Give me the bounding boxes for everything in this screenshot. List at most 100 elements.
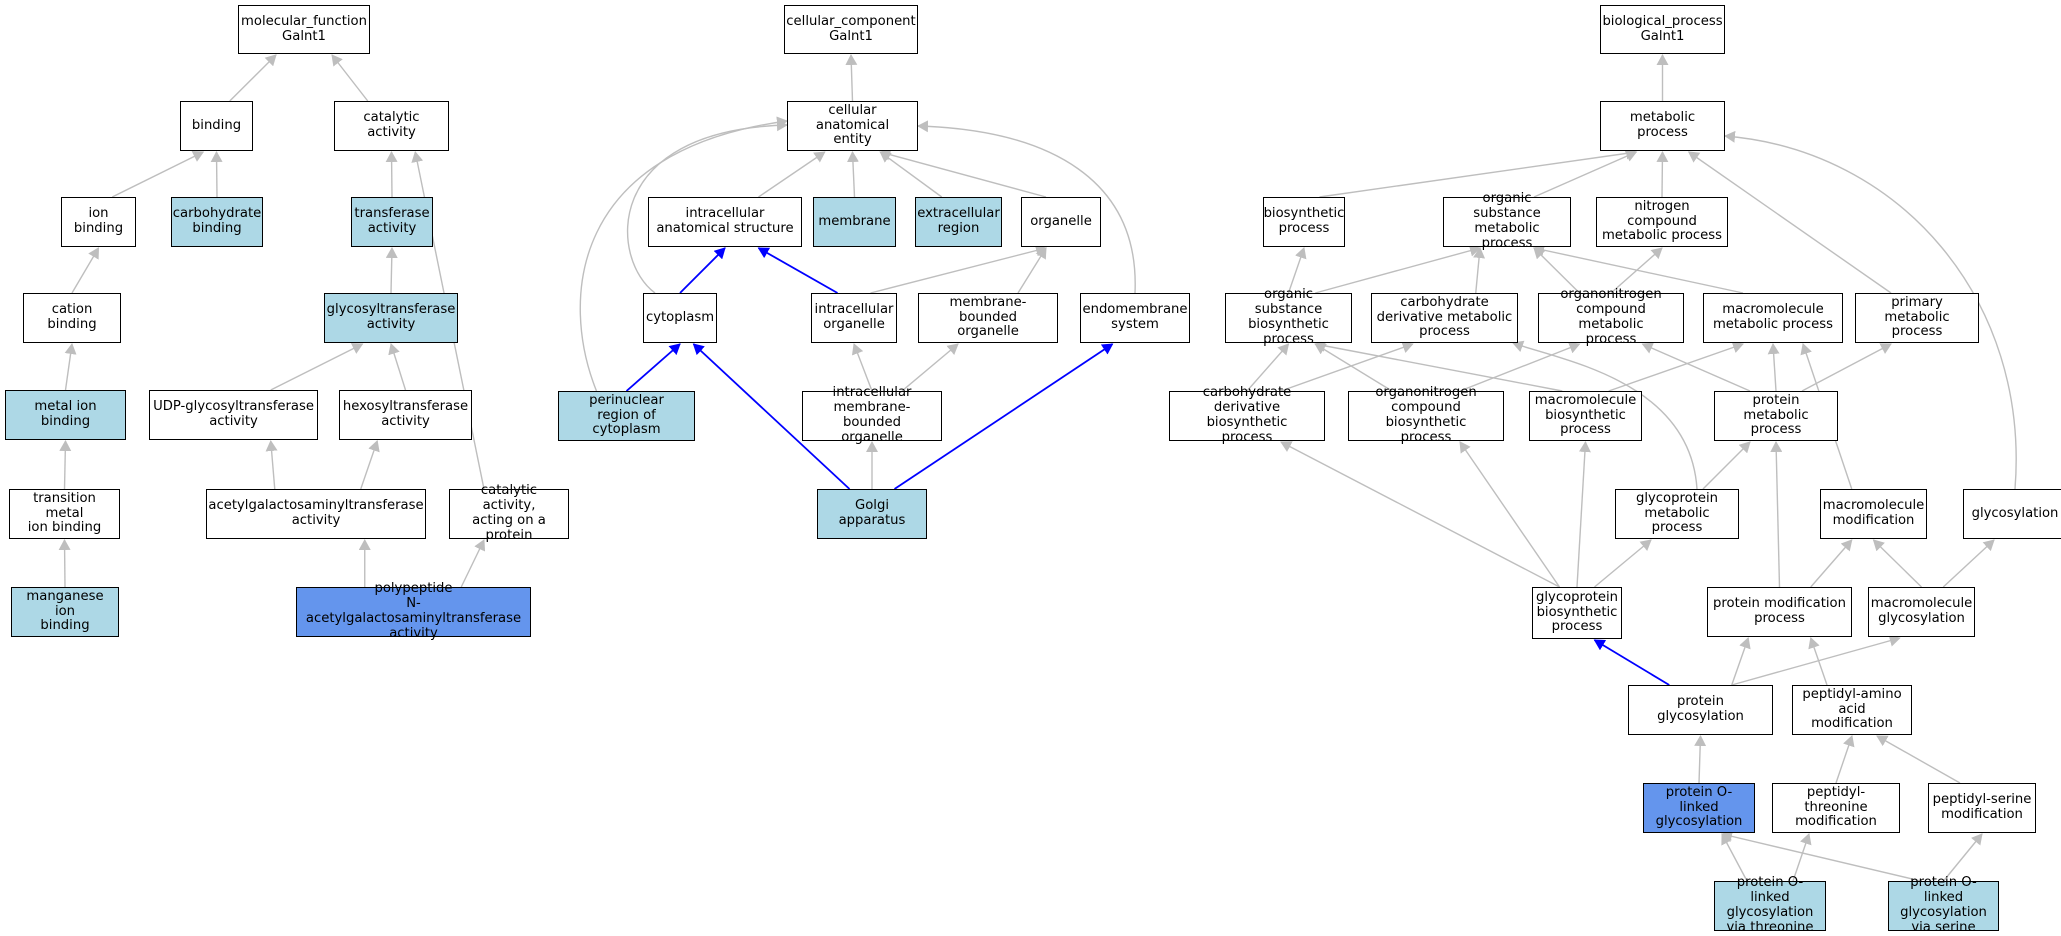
node-membrane-bounded-organelle[interactable]: membrane-bounded organelle [918,293,1058,343]
node-udp-glycosyltransferase-activity[interactable]: UDP-glycosyltransferase activity [149,390,318,440]
edge-trans_metal-to-metal_ion [59,440,72,490]
edge-protein_mod-to-macromol_mod [1810,539,1853,588]
node-protein-modification-process[interactable]: protein modification process [1707,587,1852,637]
node-o-linked-glycosylation-via-serine[interactable]: protein O-linked glycosylation via serin… [1888,876,1999,935]
node-organonitrogen-compound-biosynthetic-process[interactable]: organonitrogen compound biosynthetic pro… [1348,386,1504,445]
edge-o_linked_thr-to-peptidyl_thr [1792,833,1812,882]
node-biological-process-root[interactable]: biological_process Galnt1 [1600,5,1725,54]
node-intracellular-membrane-bounded-organelle[interactable]: intracellular membrane-bounded organelle [802,386,942,445]
node-carbohydrate-derivative-biosynthetic-process[interactable]: carbohydrate derivative biosynthetic pro… [1169,386,1325,445]
node-endomembrane-system[interactable]: endomembrane system [1080,293,1190,343]
edge-perinuclear-to-cae [579,116,788,392]
node-metabolic-process[interactable]: metabolic process [1600,101,1725,151]
node-o-linked-glycosylation-via-threonine[interactable]: protein O-linked glycosylation via threo… [1714,876,1826,935]
node-intracellular-anatomical-structure[interactable]: intracellular anatomical structure [648,197,802,247]
node-cellular-anatomical-entity[interactable]: cellular anatomical entity [787,101,918,151]
node-cytoplasm[interactable]: cytoplasm [643,293,717,343]
node-membrane[interactable]: membrane [813,197,896,247]
node-molecular-function-root[interactable]: molecular_function Galnt1 [238,5,370,54]
node-intracellular-organelle[interactable]: intracellular organelle [811,293,897,343]
node-organic-substance-biosynthetic-process[interactable]: organic substance biosynthetic process [1225,288,1352,347]
edge-peptidyl_amino-to-protein_mod [1808,637,1828,686]
node-macromolecule-biosynthetic-process[interactable]: macromolecule biosynthetic process [1529,391,1642,441]
edge-golgi-to-endomem [894,343,1114,490]
node-glycoprotein-metabolic-process[interactable]: glycoprotein metabolic process [1615,489,1739,539]
edge-protein_glyc-to-glycoprot_bio [1593,639,1670,686]
node-acetylgalactosaminyltransferase-activity[interactable]: acetylgalactosaminyltransferase activity [206,489,426,539]
node-transferase-activity[interactable]: transferase activity [351,197,433,247]
node-cation-binding[interactable]: cation binding [23,293,121,343]
node-catalytic-activity[interactable]: catalytic activity [334,101,449,151]
node-macromolecule-metabolic-process[interactable]: macromolecule metabolic process [1703,293,1843,343]
edge-peptidyl_thr-to-peptidyl_amino [1835,735,1855,784]
node-transition-metal-ion-binding[interactable]: transition metal ion binding [9,489,120,539]
node-primary-metabolic-process[interactable]: primary metabolic process [1855,293,1979,343]
edge-glycoprot_bio-to-glycoprot_met [1594,539,1652,588]
node-macromolecule-glycosylation[interactable]: macromolecule glycosylation [1868,587,1975,637]
edge-endomem-to-cae [917,120,1136,294]
edge-protein_met-to-organonit_met [1641,342,1751,392]
edge-biosynthetic-to-metabolic [1319,147,1638,198]
edge-primary_met-to-metabolic [1687,151,1892,294]
edge-carb_deriv_met-to-org_sub_met [1473,247,1486,294]
node-glycoprotein-biosynthetic-process[interactable]: glycoprotein biosynthetic process [1532,587,1622,639]
node-macromolecule-modification[interactable]: macromolecule modification [1820,489,1927,539]
edge-carb_binding-to-binding [210,151,223,198]
edge-glycosylation-to-metabolic [1724,130,2017,490]
edge-extracell-to-cae [879,151,943,198]
node-cellular-component-root[interactable]: cellular_component Galnt1 [784,5,918,54]
node-binding[interactable]: binding [180,101,253,151]
edge-mem_bound-to-organelle [1017,247,1047,294]
node-carbohydrate-derivative-metabolic-process[interactable]: carbohydrate derivative metabolic proces… [1371,293,1518,343]
edge-intracell_org-to-intracell_anat [757,247,838,294]
node-manganese-ion-binding[interactable]: manganese ion binding [11,587,119,637]
node-metal-ion-binding[interactable]: metal ion binding [5,390,126,440]
node-glycosylation[interactable]: glycosylation [1963,489,2061,539]
node-peptidyl-amino-acid-modification[interactable]: peptidyl-amino acid modification [1792,685,1912,735]
edge-macromol_bio-to-macromol_met [1608,341,1744,392]
edge-glycoprot_bio-to-macromol_bio [1576,441,1591,588]
edge-golgi-to-cytoplasm [692,343,851,490]
edge-protein_met-to-macromol_met [1767,343,1780,392]
node-organic-substance-metabolic-process[interactable]: organic substance metabolic process [1443,192,1571,251]
edge-macromol_glyc-to-macromol_mod [1872,539,1922,588]
edge-cytoplasm-to-intracell_anat [679,247,726,294]
node-biosynthetic-process[interactable]: biosynthetic process [1263,197,1345,247]
node-organonitrogen-compound-metabolic-process[interactable]: organonitrogen compound metabolic proces… [1538,288,1684,347]
node-protein-o-linked-glycosylation[interactable]: protein O-linked glycosylation [1643,783,1755,833]
node-extracellular-region[interactable]: extracellular region [915,197,1002,247]
edge-protein_glyc-to-protein_mod [1731,637,1751,686]
edge-cytoplasm-to-cae [626,119,788,294]
node-ion-binding[interactable]: ion binding [61,197,136,247]
edge-metal_ion-to-cation_binding [64,343,77,391]
edge-glycoprot_bio-to-organonit_bio [1459,441,1561,588]
edge-o_linked_ser-to-peptidyl_ser [1942,833,1983,882]
node-protein-glycosylation[interactable]: protein glycosylation [1628,685,1773,735]
node-polypeptide-galnac-transferase-activity[interactable]: polypeptide N-acetylgalactosaminyltransf… [296,582,531,641]
edge-org_sub_bio-to-biosynthetic [1287,247,1307,294]
node-protein-metabolic-process[interactable]: protein metabolic process [1714,391,1838,441]
edge-protein_glyc-to-macromol_glyc [1731,634,1901,686]
node-golgi-apparatus[interactable]: Golgi apparatus [817,489,927,539]
edge-udp_glyco-to-glycosyltransferase [270,343,364,391]
edge-macromol_glyc-to-glycosylation [1942,539,1995,588]
edge-o_linked_ser-to-prot_o_linked [1721,830,1921,882]
edge-nitrogen-to-metabolic [1656,151,1669,198]
node-carbohydrate-binding[interactable]: carbohydrate binding [171,197,263,247]
node-peptidyl-serine-modification[interactable]: peptidyl-serine modification [1928,783,2036,833]
edge-ion_binding-to-binding [111,151,205,198]
edge-glycoprot_met-to-carb_deriv_met [1512,340,1698,490]
edge-binding-to-mf_root [229,54,277,102]
node-catalytic-activity-on-protein[interactable]: catalytic activity, acting on a protein [449,484,569,543]
node-nitrogen-compound-metabolic-process[interactable]: nitrogen compound metabolic process [1596,197,1728,247]
edge-acetylgal-to-hexosyl [360,440,380,490]
edge-peptidyl_ser-to-peptidyl_amino [1876,735,1961,784]
node-perinuclear-region[interactable]: perinuclear region of cytoplasm [558,391,695,441]
node-glycosyltransferase-activity[interactable]: glycosyltransferase activity [324,293,458,343]
edge-o_linked_thr-to-prot_o_linked [1721,833,1748,882]
node-peptidyl-threonine-modification[interactable]: peptidyl-threonine modification [1772,783,1900,833]
node-organelle[interactable]: organelle [1021,197,1101,247]
node-hexosyltransferase-activity[interactable]: hexosyltransferase activity [339,390,472,440]
